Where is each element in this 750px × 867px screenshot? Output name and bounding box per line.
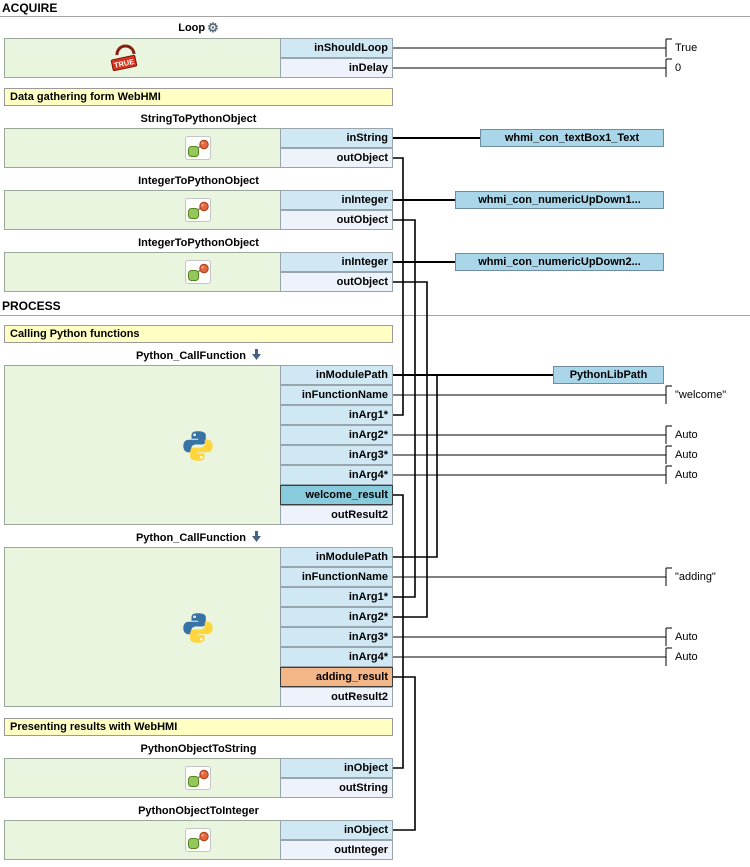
block-title-python-callfunction-2: Python_CallFunction [4,531,393,545]
source-label-pythonlibpath[interactable]: PythonLibPath [553,366,664,384]
integer-to-python-object-block-2[interactable] [4,252,281,292]
banner-data-gathering: Data gathering form WebHMI [4,88,393,106]
section-header-process: PROCESS [2,299,61,313]
pin-py2-inarg4[interactable]: inArg4* [280,647,393,667]
source-label-numericupdown1[interactable]: whmi_con_numericUpDown1... [455,191,664,209]
block-title-stringtopythonobject: StringToPythonObject [4,112,393,126]
converter-icon [184,765,212,793]
pin-py1-inarg3[interactable]: inArg3* [280,445,393,465]
constant-auto-3[interactable]: Auto [675,469,698,481]
pin-py2-outresult2[interactable]: outResult2 [280,687,393,707]
constant-auto-5[interactable]: Auto [675,651,698,663]
python-callfunction-block-2[interactable] [4,547,281,707]
constant-auto-2[interactable]: Auto [675,449,698,461]
pin-i2p1-ininteger[interactable]: inInteger [280,190,393,210]
block-title-text: PythonObjectToInteger [138,805,259,817]
constant-brackets [665,38,672,666]
pin-py2-infunctionname[interactable]: inFunctionName [280,567,393,587]
section-header-acquire: ACQUIRE [2,1,58,15]
python-callfunction-block-1[interactable] [4,365,281,525]
pin-p2s-inobject[interactable]: inObject [280,758,393,778]
section-divider-acquire [0,16,750,17]
block-title-pythonobjecttointeger: PythonObjectToInteger [4,804,393,818]
constant-adding[interactable]: "adding" [675,571,716,583]
wire-addingresult-to-inobject [393,676,416,831]
pin-py1-inarg4[interactable]: inArg4* [280,465,393,485]
gear-icon[interactable]: ⚙ [207,20,219,35]
converter-icon [184,135,212,163]
block-title-integertopythonobject-1: IntegerToPythonObject [4,174,393,188]
pin-py2-adding-result[interactable]: adding_result [280,667,393,687]
pin-s2p-outobject[interactable]: outObject [280,148,393,168]
pin-py2-inarg2[interactable]: inArg2* [280,607,393,627]
pin-py2-inarg1[interactable]: inArg1* [280,587,393,607]
block-title-integertopythonobject-2: IntegerToPythonObject [4,236,393,250]
banner-presenting: Presenting results with WebHMI [4,718,393,736]
source-label-numericupdown2[interactable]: whmi_con_numericUpDown2... [455,253,664,271]
wire-stringobj-to-py1-inarg1 [393,157,404,416]
pin-loop-indelay[interactable]: inDelay [280,58,393,78]
pin-p2i-outinteger[interactable]: outInteger [280,840,393,860]
pin-i2p1-outobject[interactable]: outObject [280,210,393,230]
string-to-python-object-block[interactable] [4,128,281,168]
block-title-text: IntegerToPythonObject [138,175,259,187]
block-title-text: IntegerToPythonObject [138,237,259,249]
source-label-textbox1-text[interactable]: whmi_con_textBox1_Text [480,129,664,147]
pin-py1-outresult2[interactable]: outResult2 [280,505,393,525]
constant-welcome[interactable]: "welcome" [675,389,727,401]
block-title-text: Loop [178,22,206,34]
pin-s2p-instring[interactable]: inString [280,128,393,148]
python-object-to-integer-block[interactable] [4,820,281,860]
expand-arrow-icon[interactable] [252,531,262,542]
pin-py1-inarg1[interactable]: inArg1* [280,405,393,425]
loop-block[interactable] [4,38,281,78]
pin-py1-welcome-result[interactable]: welcome_result [280,485,393,505]
wire-intobj2-to-py2-inarg2 [393,281,428,618]
loop-icon [109,42,139,75]
pin-p2s-outstring[interactable]: outString [280,778,393,798]
block-title-loop: Loop⚙ [4,21,393,35]
converter-icon [184,197,212,225]
pin-i2p2-outobject[interactable]: outObject [280,272,393,292]
block-title-python-callfunction-1: Python_CallFunction [4,349,393,363]
converter-icon [184,827,212,855]
banner-calling-python: Calling Python functions [4,325,393,343]
block-title-text: Python_CallFunction [135,350,246,362]
wire-welcomeresult-to-inobject [393,494,404,769]
pin-py1-inmodulepath[interactable]: inModulePath [280,365,393,385]
pin-p2i-inobject[interactable]: inObject [280,820,393,840]
pin-loop-inshouldloop[interactable]: inShouldLoop [280,38,393,58]
wire-intobj1-to-py2-inarg1 [393,219,416,598]
block-title-text: PythonObjectToString [140,743,257,755]
pin-py2-inmodulepath[interactable]: inModulePath [280,547,393,567]
constant-auto-4[interactable]: Auto [675,631,698,643]
python-object-to-string-block[interactable] [4,758,281,798]
block-title-text: StringToPythonObject [140,113,257,125]
integer-to-python-object-block-1[interactable] [4,190,281,230]
constant-indelay[interactable]: 0 [675,62,682,74]
wire-libpath-to-inmodulepath2 [393,375,438,558]
constant-inshouldloop[interactable]: True [675,42,698,54]
pin-py2-inarg3[interactable]: inArg3* [280,627,393,647]
python-icon [181,429,215,466]
pin-py1-inarg2[interactable]: inArg2* [280,425,393,445]
constant-auto-1[interactable]: Auto [675,429,698,441]
pin-py1-infunctionname[interactable]: inFunctionName [280,385,393,405]
block-title-text: Python_CallFunction [135,532,246,544]
expand-arrow-icon[interactable] [252,349,262,360]
converter-icon [184,259,212,287]
section-divider-process [0,315,750,316]
block-title-pythonobjecttostring: PythonObjectToString [4,742,393,756]
pin-i2p2-ininteger[interactable]: inInteger [280,252,393,272]
python-icon [181,611,215,648]
